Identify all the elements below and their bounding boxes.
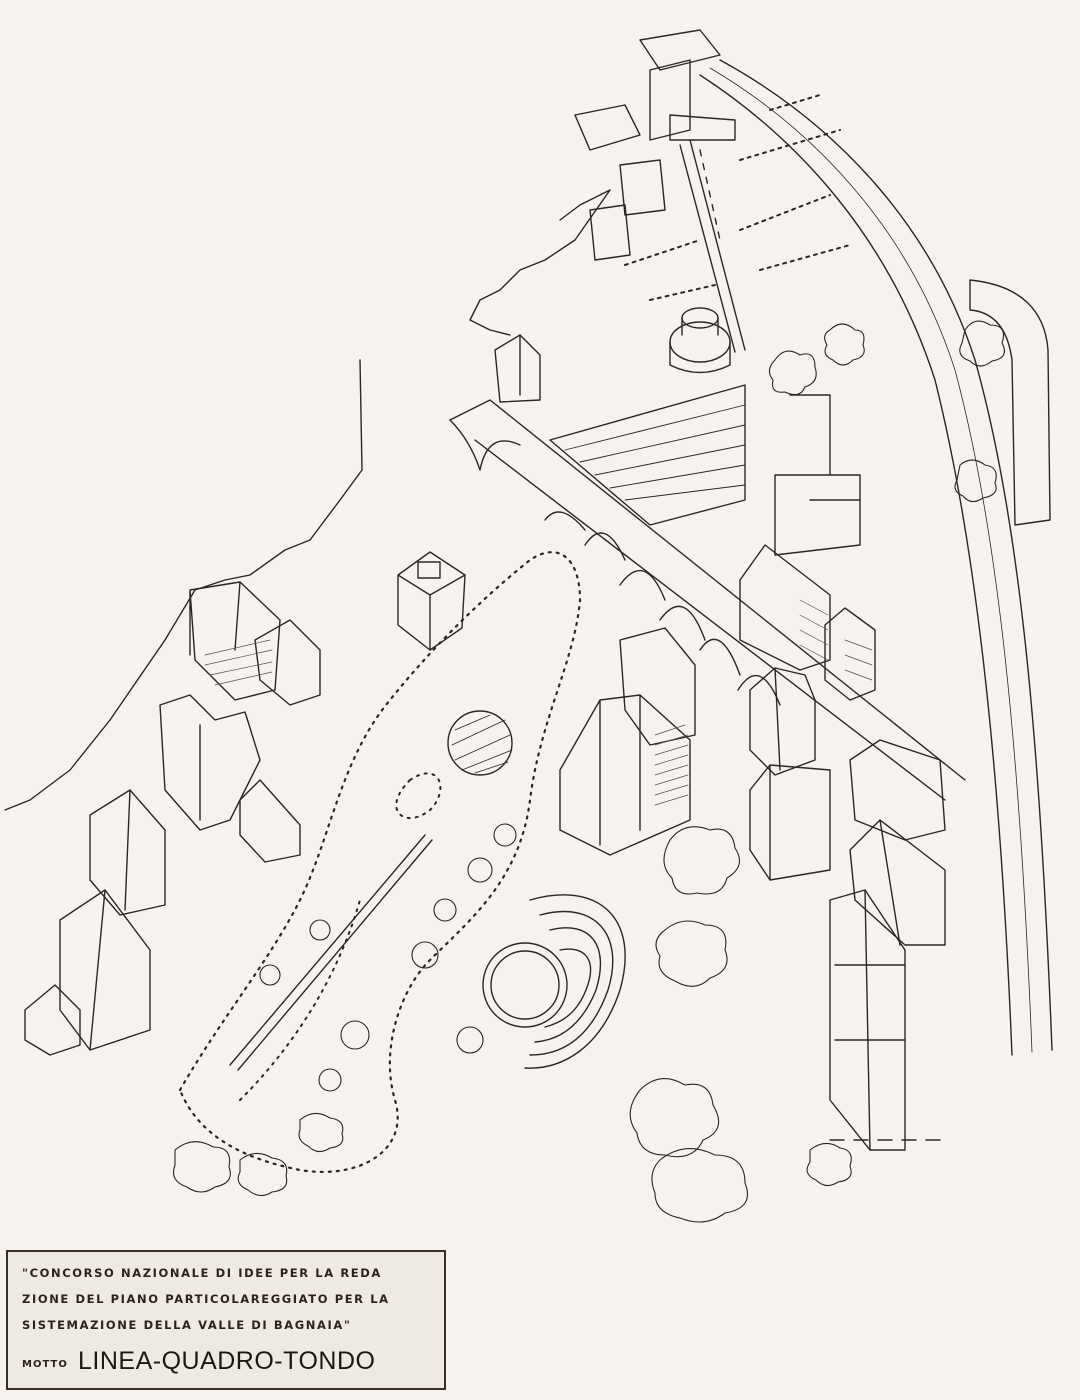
terrace-lines [564,404,746,501]
central-avenue [679,139,746,353]
curved-building-right [969,279,1051,526]
motto-label: MOTTO [22,1359,68,1370]
amphitheatre-stage-inner [490,950,560,1020]
winding-path-inner [239,772,442,1101]
building-right-c [849,819,946,946]
square-block-top [417,561,441,579]
building-central-a [619,627,696,746]
pavilion-hatch [451,714,513,774]
church-apse [24,984,81,1056]
aqueduct-top [449,399,966,781]
building-left-b [254,619,321,706]
axonometric-site-drawing [4,29,1053,1223]
tree-clusters [172,320,1005,1223]
valley-edge-line [4,359,363,811]
upper-left-edge [469,189,611,336]
aqueduct-bottom [474,439,946,801]
building-right-a [749,764,831,881]
caption-line-2: ZIONE DEL PIANO PARTICOLAREGGIATO PER LA [22,1292,390,1306]
aqueduct-arches [544,511,781,706]
tree-rows-upper [624,94,851,301]
square-block [397,551,466,651]
octagon-tower [749,667,816,776]
curved-road-inner [699,74,1013,1056]
rotunda-top [681,307,719,329]
building-aqueduct-b [824,607,876,701]
building-left-a [189,581,281,701]
winding-path [178,551,582,1173]
motto-text: LINEA-QUADRO-TONDO [78,1347,376,1375]
avenue-dashes [699,149,721,241]
amphitheatre-seats [524,894,626,1069]
building-hatching [204,599,873,806]
circular-pavilion [447,710,513,776]
block-upper-left [494,334,541,403]
title-caption-box: "CONCORSO NAZIONALE DI IDEE PER LA REDA … [6,1250,446,1390]
building-aqueduct-a [739,544,831,671]
building-right-b [849,739,946,841]
building-left-c [159,694,261,831]
building-central-b [559,694,691,856]
rotunda-walls [669,317,731,374]
triangular-terrace [549,384,746,526]
aqueduct-left-end [449,419,521,471]
building-left-e [239,779,301,863]
curved-road-outer [719,59,1053,1051]
building-left-d [89,789,166,916]
church [59,889,151,1051]
building-upper-right [774,394,861,556]
amphitheatre-stage [482,942,568,1028]
caption-line-1: "CONCORSO NAZIONALE DI IDEE PER LA REDA [22,1266,382,1280]
top-blocks [574,29,736,261]
curved-road-median [709,67,1033,1053]
linear-promenade [229,834,433,1071]
building-long-right [829,889,906,1151]
caption-line-3: SISTEMAZIONE DELLA VALLE DI BAGNAIA" [22,1318,352,1332]
